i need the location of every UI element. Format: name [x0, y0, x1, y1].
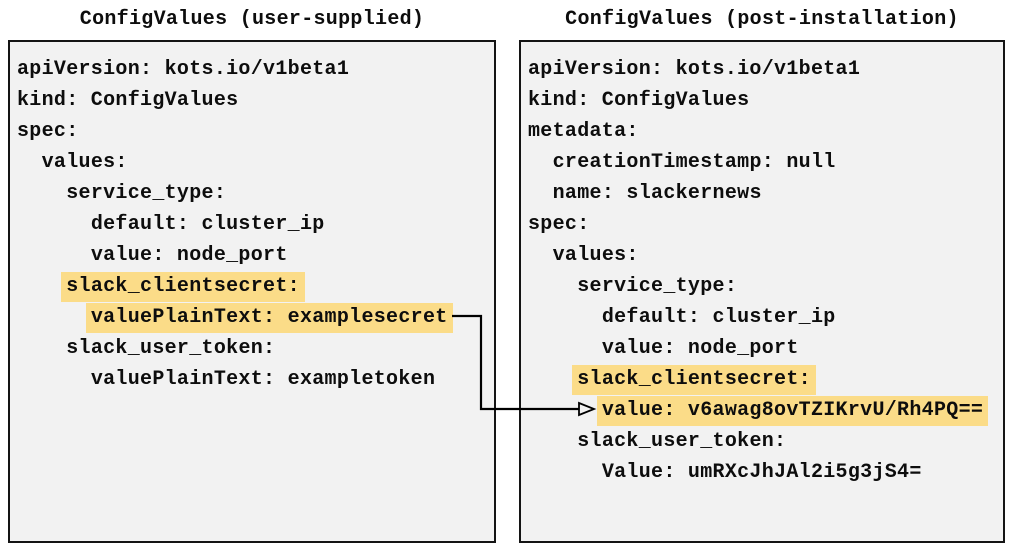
- code-indent: [17, 244, 91, 267]
- code-indent: [528, 368, 577, 391]
- post-installation-config-box: apiVersion: kots.io/v1beta1 kind: ConfigV…: [519, 40, 1005, 543]
- code-line: slack_user_token:: [528, 426, 1003, 457]
- code-text: value: node_port: [601, 337, 799, 360]
- code-text: Value: umRXcJhJAl2i5g3jS4=: [601, 461, 922, 484]
- code-text: slack_user_token:: [577, 430, 787, 453]
- code-text: valuePlainText: exampletoken: [90, 368, 436, 391]
- code-indent: [528, 244, 553, 267]
- code-indent: [528, 461, 602, 484]
- code-line: values:: [528, 240, 1003, 271]
- code-indent: [17, 182, 66, 205]
- code-line: apiVersion: kots.io/v1beta1: [17, 54, 494, 85]
- code-text: creationTimestamp: null: [552, 151, 836, 174]
- code-line: default: cluster_ip: [528, 302, 1003, 333]
- code-line: spec:: [17, 116, 494, 147]
- code-line: slack_clientsecret:: [17, 271, 494, 302]
- code-line: creationTimestamp: null: [528, 147, 1003, 178]
- user-supplied-config-box: apiVersion: kots.io/v1beta1 kind: ConfigV…: [8, 40, 496, 543]
- code-indent: [17, 368, 91, 391]
- code-text: default: cluster_ip: [90, 213, 325, 236]
- highlighted-code-text: valuePlainText: examplesecret: [85, 303, 453, 333]
- code-indent: [17, 151, 42, 174]
- code-line: default: cluster_ip: [17, 209, 494, 240]
- code-line: name: slackernews: [528, 178, 1003, 209]
- code-text: service_type:: [577, 275, 738, 298]
- code-line: kind: ConfigValues: [17, 85, 494, 116]
- code-line: valuePlainText: exampletoken: [17, 364, 494, 395]
- code-line: spec:: [528, 209, 1003, 240]
- code-indent: [528, 306, 602, 329]
- code-text: slack_user_token:: [66, 337, 276, 360]
- code-indent: [17, 275, 66, 298]
- code-indent: [17, 337, 66, 360]
- highlighted-code-text: slack_clientsecret:: [61, 272, 305, 302]
- left-panel-title: ConfigValues (user-supplied): [79, 8, 425, 31]
- code-line: service_type:: [528, 271, 1003, 302]
- code-line: values:: [17, 147, 494, 178]
- code-text: apiVersion: kots.io/v1beta1: [528, 58, 861, 81]
- code-line: value: v6awag8ovTZIKrvU/Rh4PQ==: [528, 395, 1003, 426]
- code-line: Value: umRXcJhJAl2i5g3jS4=: [528, 457, 1003, 488]
- code-indent: [528, 275, 577, 298]
- code-line: slack_user_token:: [17, 333, 494, 364]
- code-text: name: slackernews: [552, 182, 762, 205]
- code-text: values:: [552, 244, 639, 267]
- code-indent: [528, 337, 602, 360]
- code-text: kind: ConfigValues: [528, 89, 750, 112]
- code-text: spec:: [17, 120, 79, 143]
- code-text: apiVersion: kots.io/v1beta1: [17, 58, 350, 81]
- code-text: metadata:: [528, 120, 639, 143]
- highlighted-code-text: value: v6awag8ovTZIKrvU/Rh4PQ==: [596, 396, 989, 426]
- code-line: value: node_port: [17, 240, 494, 271]
- code-indent: [528, 151, 553, 174]
- code-text: values:: [41, 151, 128, 174]
- code-text: spec:: [528, 213, 590, 236]
- code-text: value: node_port: [90, 244, 288, 267]
- code-line: metadata:: [528, 116, 1003, 147]
- code-indent: [528, 399, 602, 422]
- right-panel-title: ConfigValues (post-installation): [565, 8, 959, 31]
- code-line: value: node_port: [528, 333, 1003, 364]
- code-text: default: cluster_ip: [601, 306, 836, 329]
- code-text: kind: ConfigValues: [17, 89, 239, 112]
- code-indent: [528, 430, 577, 453]
- highlighted-code-text: slack_clientsecret:: [572, 365, 816, 395]
- code-line: valuePlainText: examplesecret: [17, 302, 494, 333]
- code-line: apiVersion: kots.io/v1beta1: [528, 54, 1003, 85]
- code-text: service_type:: [66, 182, 227, 205]
- code-indent: [17, 213, 91, 236]
- code-line: kind: ConfigValues: [528, 85, 1003, 116]
- code-indent: [528, 182, 553, 205]
- code-line: slack_clientsecret:: [528, 364, 1003, 395]
- code-line: service_type:: [17, 178, 494, 209]
- code-indent: [17, 306, 91, 329]
